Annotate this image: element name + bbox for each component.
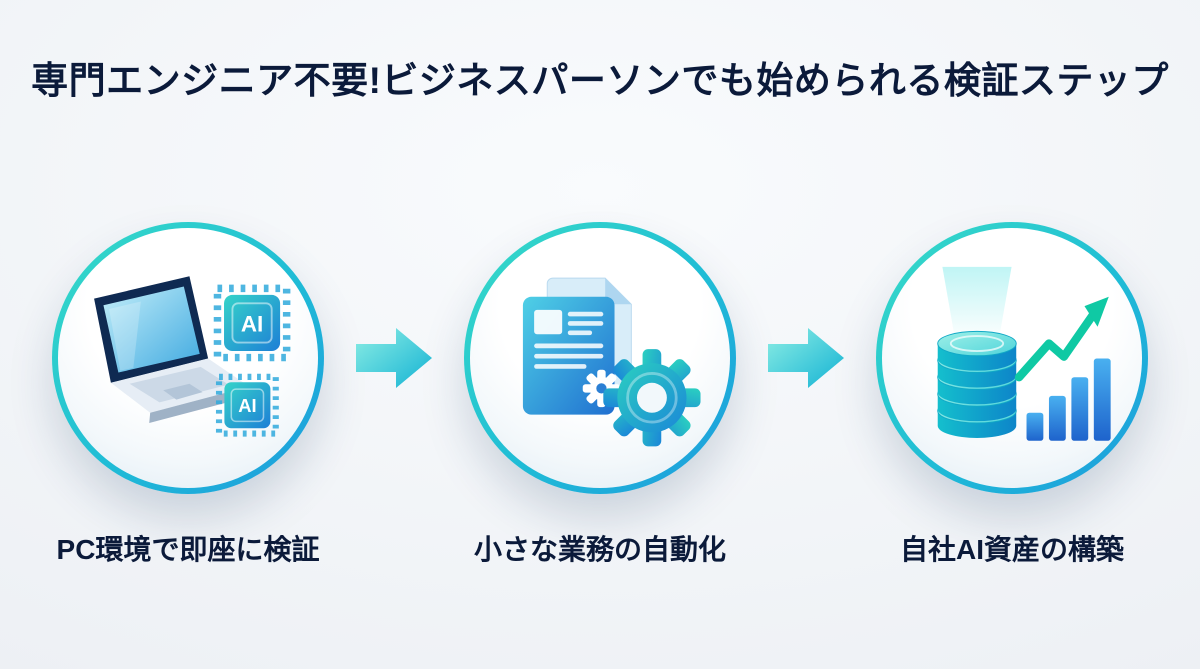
bar-chart [1026,358,1111,441]
coin-stack [936,330,1017,438]
step-1-circle: AI AI [52,222,324,494]
laptop-shape [93,275,249,423]
step-3-circle [876,222,1148,494]
arrow-1 [356,222,432,395]
ai-chip-small: AI [215,373,279,437]
step-2-circle [464,222,736,494]
coins-growth-chart-icon [936,266,1111,441]
step-2-label: 小さな業務の自動化 [473,534,726,565]
document-gear-icon [522,277,701,446]
chip-label: AI [238,395,256,416]
growth-arrow [1014,296,1109,381]
step-2: 小さな業務の自動化 [452,222,748,568]
page-title: 専門エンジニア不要!ビジネスパーソンでも始められる検証ステップ [31,60,1169,101]
light-beam [941,266,1012,342]
right-arrow-icon [768,328,844,388]
right-arrow-icon [356,328,432,388]
ai-chip-large: AI [213,284,290,361]
laptop-ai-icon: AI AI [93,275,290,437]
step-3-label: 自社AI資産の構築 [899,534,1124,565]
large-gear [602,348,701,446]
arrow-2 [768,222,844,395]
chip-label: AI [240,311,262,336]
step-1: AI AI PC環境で即座に検証 [40,222,336,568]
step-1-label: PC環境で即座に検証 [56,534,320,565]
steps-row: AI AI PC環境で即座に検証 [0,222,1200,568]
step-3: 自社AI資産の構築 [864,222,1160,568]
